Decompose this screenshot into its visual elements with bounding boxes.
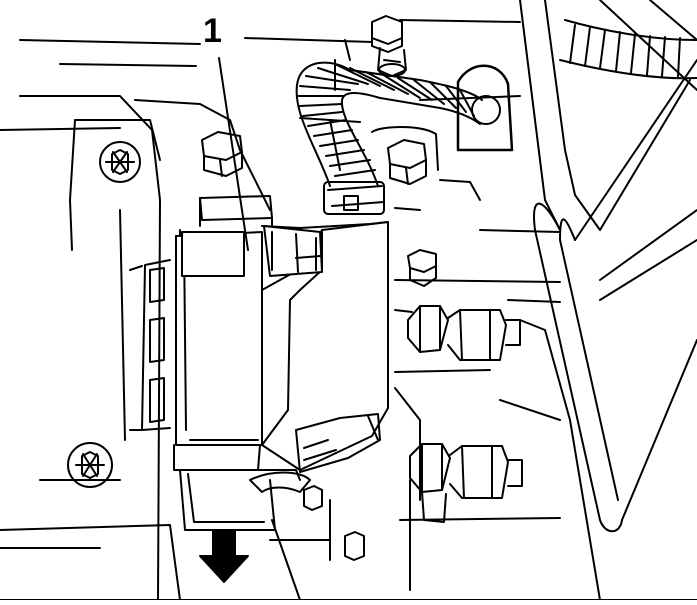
bolt-top-center bbox=[372, 16, 406, 76]
control-unit bbox=[174, 196, 388, 492]
callout-leader-line bbox=[219, 58, 248, 250]
callout-label-1: 1 bbox=[203, 12, 222, 50]
bolt-lower-small bbox=[304, 486, 364, 560]
pipe-union-upper bbox=[408, 306, 520, 360]
corrugated-hose-top-right bbox=[560, 20, 697, 78]
wiring-harness-hose bbox=[297, 63, 512, 214]
bolt-left-hex bbox=[68, 142, 140, 487]
bolt-upper-center bbox=[372, 127, 438, 184]
engine-casing-lines bbox=[0, 20, 697, 600]
pipe-union-lower bbox=[410, 444, 522, 522]
down-arrow-icon bbox=[200, 530, 248, 582]
pipe-bracket bbox=[520, 0, 697, 531]
bolt-middle-right bbox=[408, 250, 436, 286]
mounting-bracket bbox=[130, 260, 275, 530]
bolt-upper-left bbox=[202, 132, 242, 176]
